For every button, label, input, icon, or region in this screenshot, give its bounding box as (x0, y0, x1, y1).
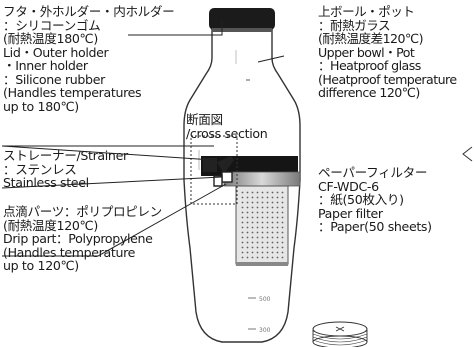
label-line: ：シリコーンゴム (3, 17, 101, 33)
label-line: 点滴パーツ：ポリプロピレン (3, 204, 162, 219)
label-line: Drip part：Polypropylene (3, 231, 153, 246)
leader-lid (128, 20, 223, 36)
strainer-label: ストレーナー/Strainer ：ステンレス Stainless steel (3, 149, 128, 190)
leader-holder-1 (1, 145, 214, 161)
label-line: ペーパーフィルター (318, 165, 428, 180)
drip-part-label: 点滴パーツ：ポリプロピレン (耐熱温度120℃) Drip part：Polyp… (3, 205, 162, 273)
paper-filter-label: ペーパーフィルター CF-WDC-6 ：紙(50枚入り) Paper filte… (318, 166, 432, 234)
leader-bowl (257, 55, 285, 63)
lid-holder-label: フタ・外ホルダー・内ホルダー ：シリコーンゴム (耐熱温度180℃) Lid・O… (3, 4, 175, 114)
upper-bowl-label: 上ボール・ポット ：耐熱ガラス (耐熱温度差120℃) Upper bowl・P… (318, 5, 457, 100)
label-line: difference 120℃) (318, 85, 420, 100)
label-line: ストレーナー/Strainer (3, 148, 128, 163)
label-line: ：Silicone rubber (3, 71, 105, 87)
label-line: Lid・Outer holder (3, 44, 109, 60)
label-line: (耐熱温度差120℃) (318, 31, 423, 46)
label-line: ：Paper(50 sheets) (318, 219, 432, 234)
label-line: up to 120℃) (3, 258, 79, 273)
label-line: (Heatproof temperature (318, 71, 457, 87)
label-line: フタ・外ホルダー・内ホルダー (3, 4, 175, 19)
cross-section-label: 断面図 /cross section (186, 112, 268, 141)
upper-bowl-outline (183, 28, 301, 343)
label-line: Upper bowl・Pot (318, 44, 415, 60)
label-line: ：ステンレス (3, 161, 77, 177)
label-line: ：紙(50枚入り) (318, 192, 404, 207)
label-line: up to 180℃) (3, 98, 79, 114)
leader-strainer (1, 176, 223, 189)
label-line: ：耐熱ガラス (318, 17, 391, 33)
cross-section-box (190, 135, 238, 205)
label-line: CF-WDC-6 (318, 178, 379, 194)
edge-bracket (462, 146, 473, 162)
label-line: ・Inner holder (3, 58, 88, 73)
label-line: Stainless steel (3, 175, 89, 190)
strainer-top (223, 171, 301, 187)
label-line: (Handles temperature (3, 244, 136, 260)
label-line: (耐熱温度180℃) (3, 31, 98, 46)
label-line: /cross section (186, 125, 268, 141)
leader-drip-part (2, 183, 227, 257)
label-line: (耐熱温度120℃) (3, 217, 98, 233)
label-line: ：Heatproof glass (318, 58, 421, 73)
label-line: 上ボール・ポット (318, 4, 415, 19)
paper-filter-stack (312, 321, 368, 347)
label-line: (Handles temperatures (3, 85, 142, 100)
label-line: 断面図 (186, 112, 223, 127)
lid (209, 8, 275, 30)
scale-mark-500: 500 (259, 296, 271, 303)
scale-mark-300: 300 (259, 327, 271, 334)
label-line: Paper filter (318, 205, 383, 221)
